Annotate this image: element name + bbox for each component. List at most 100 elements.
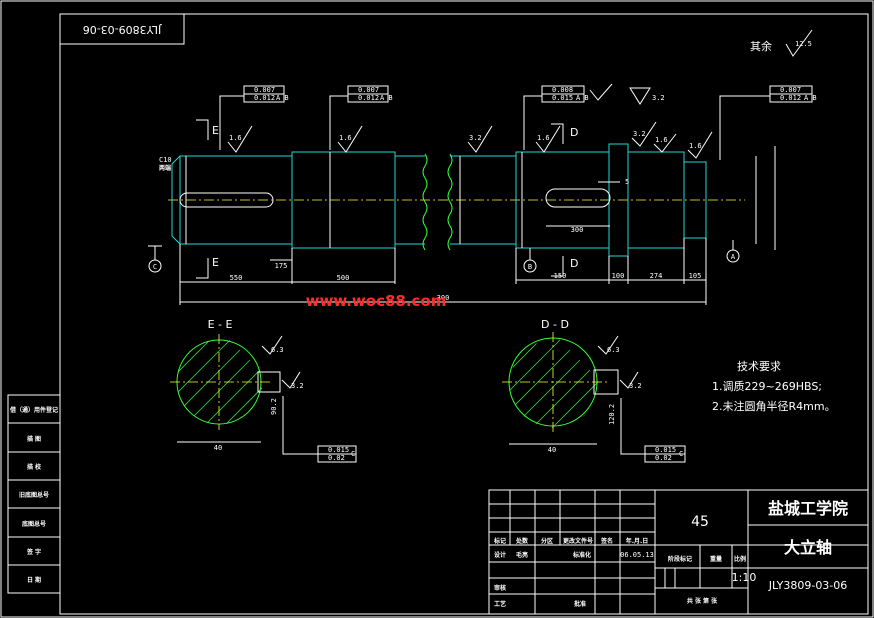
- svg-text:3.2: 3.2: [469, 134, 482, 142]
- datum-a-label: A: [731, 253, 736, 261]
- roughness-symbol-4: 1.6: [535, 125, 561, 153]
- svg-text:更改文件号: 更改文件号: [563, 537, 593, 545]
- datum-b-label: B: [528, 263, 532, 271]
- section-e-depth: 90.2: [270, 398, 278, 415]
- tech-req-line-2: 2.未注圆角半径R4mm。: [712, 399, 836, 413]
- svg-text:共 张 第 张: 共 张 第 张: [687, 597, 718, 605]
- section-e-width: 40: [214, 444, 222, 452]
- section-d-width: 40: [548, 446, 556, 454]
- roughness-symbol-7: 1.6: [687, 131, 713, 159]
- svg-text:1.6: 1.6: [689, 142, 702, 150]
- roughness-symbol-2: 1.6: [337, 125, 363, 153]
- svg-text:0.008: 0.008: [552, 86, 573, 94]
- dim-5: 5: [625, 178, 629, 186]
- top-number-box: [59, 13, 185, 45]
- section-view-e-label: E - E: [208, 318, 233, 331]
- dim-300: 300: [571, 226, 584, 234]
- svg-text:签 字: 签 字: [26, 548, 41, 556]
- svg-text:设计: 设计: [494, 551, 506, 559]
- svg-text:审核: 审核: [494, 584, 506, 592]
- roughness-symbol-5: 3.2: [631, 121, 657, 147]
- svg-text:毛亮: 毛亮: [516, 551, 528, 559]
- side-block: 借（通）用件登记 描 图 描 校 旧底图总号 底图总号 签 字 日 期: [7, 394, 61, 594]
- dim-550: 550: [230, 274, 243, 282]
- svg-text:0.015: 0.015: [328, 446, 349, 454]
- keyway-d: [545, 188, 611, 208]
- svg-text:比例: 比例: [734, 555, 746, 563]
- svg-text:3.2: 3.2: [652, 94, 665, 102]
- svg-text:1.6: 1.6: [655, 136, 668, 144]
- svg-text:6.3: 6.3: [607, 346, 620, 354]
- svg-text:0.007: 0.007: [254, 86, 275, 94]
- dim-105: 105: [689, 272, 702, 280]
- datum-b-icon: [523, 259, 537, 273]
- dim-500: 500: [337, 274, 350, 282]
- section-view-d: 40 120.2 6.3 3.2 0.015 0.02 C: [502, 332, 686, 463]
- svg-text:0.007: 0.007: [780, 86, 801, 94]
- chamfer-label: C10: [159, 156, 172, 164]
- dim-150: 150: [554, 272, 567, 280]
- svg-text:A B: A B: [804, 94, 817, 102]
- part-number: JLY3809-03-06: [768, 579, 848, 592]
- datum-a-icon: [726, 249, 740, 263]
- roughness-other-label: 其余: [750, 39, 772, 53]
- watermark: www.woc88.com: [306, 292, 447, 310]
- svg-text:借（通）用件登记: 借（通）用件登记: [9, 406, 58, 414]
- svg-text:0.015: 0.015: [655, 446, 676, 454]
- roughness-symbol-3: 3.2: [467, 125, 493, 153]
- svg-text:C: C: [679, 450, 683, 458]
- school-name: 盐城工学院: [768, 499, 848, 518]
- svg-text:A B: A B: [380, 94, 393, 102]
- svg-text:分区: 分区: [541, 537, 553, 545]
- svg-text:0.02: 0.02: [328, 454, 345, 462]
- roughness-symbol-6: 1.6: [653, 133, 677, 153]
- roughness-other-icon: [785, 29, 813, 57]
- tech-req-title: 技术要求: [737, 360, 781, 373]
- svg-text:工艺: 工艺: [494, 600, 506, 608]
- svg-text:年.月.日: 年.月.日: [626, 537, 649, 545]
- shaft-bearing-seat: [291, 151, 396, 249]
- svg-text:标准化: 标准化: [572, 551, 591, 559]
- roughness-symbol-8: 3.2: [629, 87, 665, 105]
- svg-text:标记: 标记: [493, 537, 506, 545]
- inner-border: [59, 13, 869, 615]
- break-line-left: [422, 153, 428, 251]
- break-line-right: [447, 153, 453, 251]
- svg-text:0.007: 0.007: [358, 86, 379, 94]
- dim-274: 274: [650, 272, 663, 280]
- dimension-lines: [179, 146, 776, 305]
- material: 45: [691, 514, 709, 530]
- section-mark-e-top: E: [212, 124, 219, 137]
- datum-c-icon: [148, 259, 162, 273]
- svg-text:6.3: 6.3: [271, 346, 284, 354]
- section-view-d-label: D - D: [541, 318, 569, 331]
- svg-text:底图总号: 底图总号: [22, 520, 46, 528]
- scale: 1:10: [732, 571, 757, 584]
- title-block: 45 盐城工学院 大立轴 1:10 JLY3809-03-06 标记 处数 分区…: [488, 489, 869, 615]
- dim-100: 100: [612, 272, 625, 280]
- svg-text:A B: A B: [276, 94, 289, 102]
- section-mark-e-bottom: E: [212, 256, 219, 269]
- svg-text:重量: 重量: [710, 555, 722, 563]
- chamfer-label-2: 两端: [159, 164, 171, 172]
- part-name: 大立轴: [784, 538, 832, 557]
- dim-overall: 300: [437, 294, 450, 302]
- tolerance-frame-1: 0.007 0.012 A B: [219, 85, 289, 150]
- svg-text:3.2: 3.2: [633, 130, 646, 138]
- section-mark-d-top: D: [570, 126, 578, 139]
- svg-text:C: C: [351, 450, 355, 458]
- svg-text:0.012: 0.012: [254, 94, 275, 102]
- tolerance-frame-3: 0.008 0.015 A B: [523, 83, 613, 150]
- svg-text:描 校: 描 校: [27, 463, 42, 471]
- svg-text:描 图: 描 图: [27, 435, 41, 443]
- tolerance-frame-2: 0.007 0.012 A B: [329, 85, 393, 150]
- keyway-e: [179, 192, 274, 208]
- svg-text:06.05.13: 06.05.13: [620, 551, 654, 559]
- svg-text:签名: 签名: [600, 537, 613, 545]
- svg-text:3.2: 3.2: [291, 382, 304, 390]
- tech-req-line-1: 1.调质229~269HBS;: [712, 380, 822, 393]
- svg-text:阶段标记: 阶段标记: [668, 555, 692, 563]
- datum-c-label: C: [153, 263, 157, 271]
- section-view-e: 40 90.2 6.3 3.2 0.015 0.02 C: [170, 334, 357, 463]
